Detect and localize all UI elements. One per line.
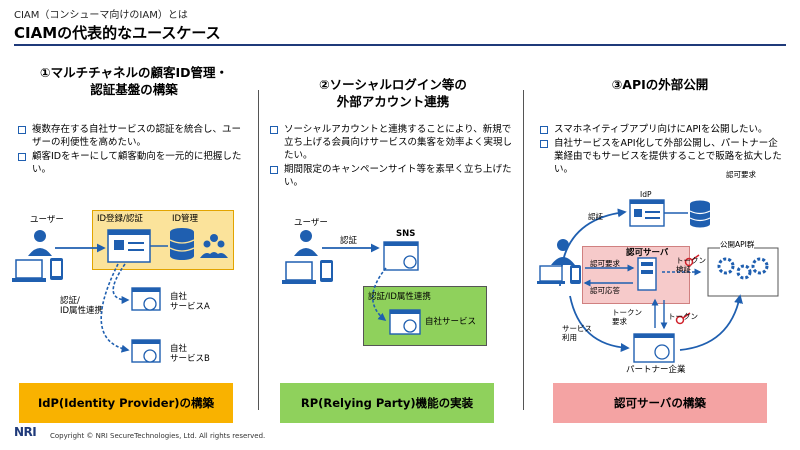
c2-user-person-icon <box>294 230 318 256</box>
c1-id-card-icon <box>107 229 151 263</box>
c3-gears-icon <box>717 257 769 280</box>
column-1-bullet-1: 複数存在する自社サービスの認証を統合し、ユーザーの利便性を高めたい。 <box>18 123 246 149</box>
c1-auth-attr-line2: ID属性連携 <box>60 306 104 316</box>
c2-link-label: 認証/ID属性連携 <box>368 292 431 302</box>
column-3-bullet-2: 自社サービスをAPI化して外部公開し、パートナー企業経由でもサービスを提供するこ… <box>540 137 784 176</box>
copyright-text: Copyright © NRI SecureTechnologies, Ltd.… <box>50 432 266 440</box>
column-1-heading: ①マルチチャネルの顧客ID管理・ 認証基盤の構築 <box>14 64 254 98</box>
c3-service-use-line1: サービス <box>562 324 592 333</box>
column-3-bullets: スマホネイティブアプリ向けにAPIを公開したい。 自社サービスをAPI化して外部… <box>540 123 784 177</box>
c3-person-icon <box>551 239 575 265</box>
c3-idp-label: IdP <box>640 190 652 199</box>
c3-api-call-arrow <box>679 294 743 351</box>
c1-service-a-line2: サービスA <box>170 302 210 312</box>
c1-users-group-icon <box>200 234 228 258</box>
column-1-bullets: 複数存在する自社サービスの認証を統合し、ユーザーの利便性を高めたい。 顧客IDを… <box>18 123 246 177</box>
c2-user-phone-icon <box>320 260 333 282</box>
c2-sns-label: SNS <box>396 229 416 239</box>
page-subtitle: CIAM（コンシューマ向けのIAM）とは <box>14 10 188 21</box>
c3-token-verify-line2: 検証 <box>676 265 691 274</box>
c3-key-icon-1 <box>684 254 700 267</box>
c1-service-b-line2: サービスB <box>170 354 210 364</box>
c2-dashed-link-arrow <box>372 267 387 322</box>
c3-service-use-line2: 利用 <box>562 333 577 342</box>
c3-key-icon-2 <box>675 312 691 325</box>
c1-id-reg-label: ID登録/認証 <box>97 214 143 224</box>
column-divider-2 <box>523 90 524 410</box>
c2-own-service-icon <box>389 309 421 335</box>
c2-own-service-label: 自社サービス <box>425 317 477 327</box>
column-1-bullet-2: 顧客IDをキーにして顧客動向を一元的に把握したい。 <box>18 150 246 176</box>
c3-public-api-box <box>707 247 779 297</box>
column-1-heading-line2: 認証基盤の構築 <box>90 82 178 97</box>
column-2-bullets: ソーシャルアカウントと連携することにより、新規で立ち上げる会員向けサービスの集客… <box>270 123 514 190</box>
c3-auth-response-label: 認可応答 <box>590 286 620 295</box>
c3-database-icon <box>689 200 711 228</box>
column-1-heading-line1: ①マルチチャネルの顧客ID管理・ <box>40 65 228 80</box>
c3-token-request-line1: トークン <box>612 308 642 317</box>
column-1-footer: IdP(Identity Provider)の構築 <box>19 383 233 423</box>
c3-service-use-label: サービス 利用 <box>562 324 592 342</box>
c3-public-api-label: 公開API群 <box>720 240 755 249</box>
column-3-heading-line1: ③APIの外部公開 <box>611 77 709 92</box>
c3-token-request-line2: 要求 <box>612 317 627 326</box>
c1-service-b-line1: 自社 <box>170 344 188 354</box>
page-title: CIAMの代表的なユースケース <box>14 24 221 42</box>
c3-partner-icon <box>633 333 675 363</box>
c3-server-icon <box>637 257 657 291</box>
c3-idp-icon <box>629 199 665 227</box>
c2-user-label: ユーザー <box>294 218 328 228</box>
c1-database-icon <box>169 228 195 260</box>
c2-auth-label: 認証 <box>340 236 358 246</box>
c1-service-a-line1: 自社 <box>170 292 188 302</box>
c1-service-a-icon <box>131 287 161 311</box>
c3-auth-request-label: 認可要求 <box>590 259 620 268</box>
c3-token-request-label: トークン 要求 <box>612 308 642 326</box>
c3-token-verify-line1: トークン <box>676 256 706 265</box>
title-underline <box>14 44 786 46</box>
column-2-bullet-1: ソーシャルアカウントと連携することにより、新規で立ち上げる会員向けサービスの集客… <box>270 123 514 162</box>
c2-sns-icon <box>383 241 419 271</box>
c1-service-a-label: 自社 サービスA <box>170 292 210 312</box>
c1-user-person-icon <box>28 230 52 256</box>
column-2-footer: RP(Relying Party)機能の実装 <box>280 383 494 423</box>
c3-laptop-icon <box>537 265 565 284</box>
column-3-footer: 認可サーバの構築 <box>553 383 767 423</box>
c3-auth-arrow <box>559 208 627 287</box>
c3-token-label: トークン <box>668 312 698 321</box>
c3-auth-label: 認証 <box>588 212 603 221</box>
c1-user-label: ユーザー <box>30 215 64 225</box>
c1-arrow-to-service-a <box>112 263 130 304</box>
c1-user-phone-icon <box>50 258 63 280</box>
nri-logo: NRI <box>14 425 37 439</box>
column-2-bullet-2: 期間限定のキャンペーンサイト等を素早く立ち上げたい。 <box>270 163 514 189</box>
c1-id-mgmt-label: ID管理 <box>172 214 199 224</box>
column-3-bullet-1: スマホネイティブアプリ向けにAPIを公開したい。 <box>540 123 784 136</box>
c2-user-laptop-icon <box>282 261 316 284</box>
c3-phone-icon <box>570 265 581 284</box>
column-divider-1 <box>258 90 259 410</box>
column-3-heading: ③APIの外部公開 <box>540 76 780 93</box>
c1-service-b-label: 自社 サービスB <box>170 344 210 364</box>
column-2-heading-line1: ②ソーシャルログイン等の <box>319 77 467 92</box>
c1-auth-attr-label: 認証/ ID属性連携 <box>60 296 103 316</box>
column-2-heading-line2: 外部アカウント連携 <box>336 94 450 109</box>
c3-token-verify-label: トークン 検証 <box>676 256 706 274</box>
c3-auth-request-top-label: 認可要求 <box>726 170 756 179</box>
c3-service-use-arrow <box>569 295 630 353</box>
c3-partner-label: パートナー企業 <box>626 365 686 375</box>
c3-auth-server-label: 認可サーバ <box>626 248 669 258</box>
c1-service-b-icon <box>131 339 161 363</box>
column-2-heading: ②ソーシャルログイン等の 外部アカウント連携 <box>268 76 518 110</box>
c1-arrow-to-service-b <box>100 263 130 353</box>
c1-auth-attr-line1: 認証/ <box>60 296 80 306</box>
c1-user-laptop-icon <box>12 259 46 282</box>
